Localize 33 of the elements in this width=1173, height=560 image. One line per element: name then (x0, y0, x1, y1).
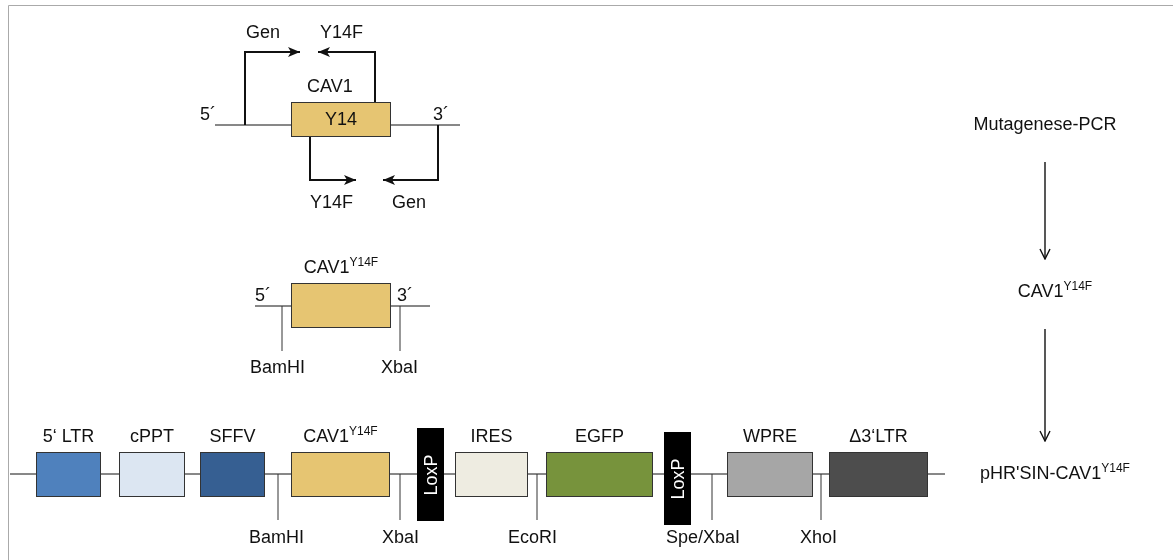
site-label: XbaI (381, 357, 419, 377)
loxp-label: LoxP (667, 458, 688, 499)
site-label: BamHI (249, 527, 304, 547)
end-label: 5´ (200, 104, 216, 124)
end-label: 3´ (397, 285, 413, 305)
stage-label: Mutagenese-PCR (972, 114, 1118, 134)
stage-label: pHR'SIN-CAV1$^{Y14F}$ (979, 463, 1131, 483)
site-label: Spe/XbaI (666, 527, 741, 547)
primer-label: Y14F (310, 192, 354, 212)
gene-label: IRES (469, 426, 514, 446)
primer-label: Y14F (320, 22, 364, 42)
arrow (1039, 161, 1051, 260)
primer-label: Gen (246, 22, 281, 42)
gene-label: 5‘ LTR (41, 426, 96, 446)
stage-label: CAV1$^{Y14F}$ (1016, 281, 1094, 301)
gene-label: EGFP (574, 426, 625, 446)
gene-label: SFFV (208, 426, 257, 446)
gene-label: Δ3‘LTR (848, 426, 909, 446)
site-label: BamHI (250, 357, 305, 377)
primer-label: Gen (392, 192, 427, 212)
site-label: XhoI (800, 527, 838, 547)
end-label: 5´ (255, 285, 271, 305)
gene-label: CAV1 (307, 76, 353, 96)
gene-label: CAV1$^{Y14F}$ (302, 426, 379, 446)
site-label: EcoRI (508, 527, 558, 547)
gene-box: Y14 (291, 102, 391, 137)
arrow (1039, 328, 1051, 442)
gene-label: CAV1$^{Y14F}$ (302, 257, 380, 277)
gene-label: WPRE (742, 426, 798, 446)
gene-label: cPPT (129, 426, 175, 446)
site-label: XbaI (382, 527, 420, 547)
loxp-label: LoxP (420, 454, 441, 495)
end-label: 3´ (433, 104, 449, 124)
